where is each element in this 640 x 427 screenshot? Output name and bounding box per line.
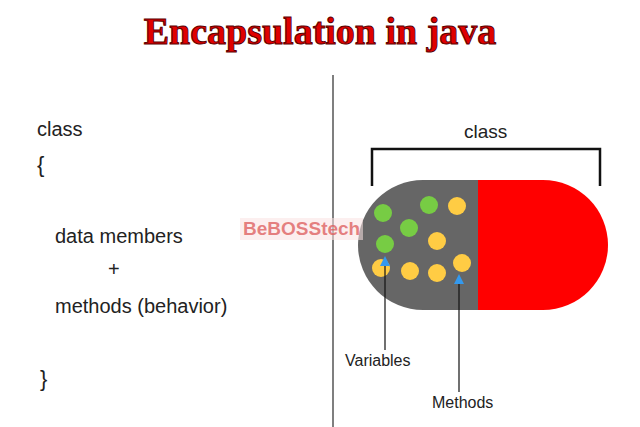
bracket-label: class xyxy=(464,121,507,143)
code-text: methods (behavior) xyxy=(55,295,227,318)
capsule-grey-half xyxy=(358,180,478,310)
callout-label: Variables xyxy=(345,352,411,370)
code-brace: { xyxy=(37,152,44,177)
variable-dots xyxy=(374,196,438,253)
diagram-title: Encapsulation in java xyxy=(0,10,640,54)
leader-line xyxy=(384,262,385,350)
capsule-red-half xyxy=(478,180,608,310)
method-dots xyxy=(372,197,471,282)
code-brace: } xyxy=(40,366,47,391)
code-text: data members xyxy=(55,225,183,248)
arrow-head xyxy=(454,274,464,284)
arrow-head xyxy=(380,256,390,266)
code-operator: + xyxy=(108,258,120,281)
code-text: class xyxy=(37,118,83,141)
divider-line xyxy=(332,75,334,427)
callout-label: Methods xyxy=(432,394,493,412)
leader-line xyxy=(458,280,459,392)
watermark: BeBOSStech xyxy=(240,218,363,240)
